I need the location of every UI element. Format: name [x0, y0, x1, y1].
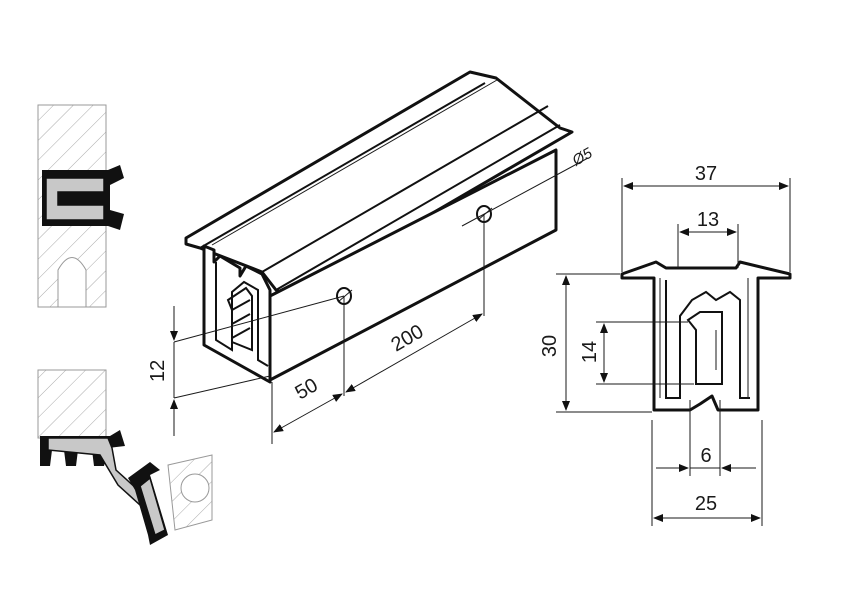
- dim-label-25: 25: [695, 493, 717, 515]
- flange-edge-4: [211, 79, 498, 246]
- dim-label-12: 12: [147, 360, 169, 382]
- panel-section-bottom: [37, 369, 107, 439]
- end-face-teeth: [231, 299, 251, 339]
- dim-line-50: [273, 393, 343, 433]
- profile-end-face: [202, 244, 272, 384]
- section-outline: [620, 260, 792, 412]
- panel-cavity: [57, 257, 87, 308]
- dim-label-13: 13: [697, 209, 719, 231]
- flange-edge-2: [261, 105, 549, 273]
- section-inner-wall: [665, 280, 750, 399]
- hinge-seal: [47, 437, 153, 506]
- dim-label-200: 200: [388, 321, 428, 357]
- dim-label-6: 6: [700, 445, 711, 467]
- installation-detail-top: [37, 104, 124, 308]
- dim-label-14: 14: [579, 341, 601, 363]
- seal-insert: [45, 177, 105, 221]
- flange-edge-3: [275, 124, 561, 291]
- door-hole: [180, 473, 210, 503]
- flange-edge-1: [199, 82, 486, 249]
- installation-detail-bottom: [37, 369, 213, 545]
- dim-line-200: [345, 313, 483, 393]
- dim-label-37: 37: [695, 163, 717, 185]
- dim-label-30: 30: [539, 335, 561, 357]
- section-slot: [686, 311, 723, 385]
- door-seal: [139, 476, 166, 537]
- dim-line-diameter: [461, 157, 589, 227]
- section-dimensions: 37 13 30 14 6 25: [539, 163, 791, 526]
- end-face-channel: [215, 262, 269, 367]
- dim-label-50: 50: [292, 374, 322, 404]
- isometric-profile: [184, 70, 574, 384]
- cross-section: [620, 260, 792, 412]
